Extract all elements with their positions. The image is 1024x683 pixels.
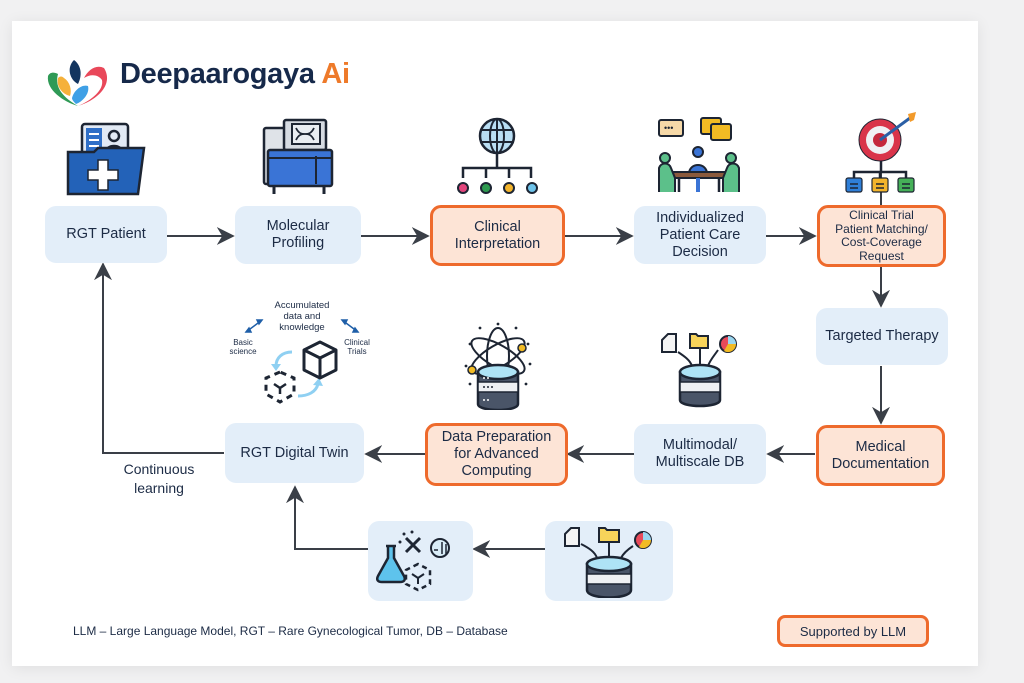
arrow-twin-to-patient-loop (94, 262, 224, 454)
research-tools-icon (375, 530, 450, 592)
loop-text: learning (134, 480, 184, 496)
team-meeting-icon: ••• (658, 117, 740, 192)
brand-suffix: Ai (321, 58, 350, 90)
node-label: Data Preparation (441, 429, 552, 445)
node-label: RGT Digital Twin (240, 444, 349, 461)
brand-name: Deepaarogaya Ai (120, 58, 350, 91)
cycle-text: Basic (233, 338, 253, 347)
node-label: Documentation (831, 455, 930, 472)
data-sources-database-icon (564, 527, 652, 598)
node-label: Targeted Therapy (825, 328, 939, 344)
multimodal-database-icon (661, 333, 737, 408)
globe-network-icon (457, 117, 538, 194)
legend-label: Supported by LLM (799, 623, 907, 639)
node-label: Molecular (266, 218, 330, 234)
cycle-text: knowledge (279, 322, 325, 333)
node-label: Multiscale DB (655, 454, 745, 470)
cycle-text: data and (283, 311, 321, 322)
legend-llm-supported: Supported by LLM (777, 615, 929, 647)
node-label: Decision (672, 243, 728, 260)
data-sources-box (545, 521, 673, 601)
node-label: Profiling (271, 235, 325, 251)
node-label: Medical (855, 438, 906, 455)
node-targeted-therapy: Targeted Therapy (816, 308, 948, 365)
target-goal-icon (845, 112, 916, 193)
deepaarogaya-logo-icon (47, 60, 108, 106)
cycle-text: Accumulated (274, 300, 330, 311)
node-label: RGT Patient (66, 226, 146, 242)
arrow-tools-to-twin (286, 485, 370, 550)
node-label: Individualized (656, 209, 744, 226)
sequencer-machine-icon (262, 118, 334, 194)
abbreviations-footnote: LLM – Large Language Model, RGT – Rare G… (73, 624, 508, 638)
node-label: Multimodal/ (662, 437, 738, 453)
cycle-text: Trials (347, 347, 367, 356)
continuous-learning-label: Continuous learning (104, 460, 214, 498)
brand-title: Deepaarogaya (120, 58, 315, 90)
node-rgt-patient: RGT Patient (45, 206, 167, 263)
node-label: Patient Care (659, 226, 741, 243)
loop-text: Continuous (123, 461, 195, 477)
node-label: for Advanced (454, 446, 539, 462)
node-label: Cost-Coverage (841, 235, 922, 249)
patient-folder-icon (66, 122, 146, 196)
digital-twin-cycle-icon (244, 319, 360, 404)
atom-database-icon (464, 322, 532, 410)
node-multimodal-db: Multimodal/Multiscale DB (634, 424, 766, 484)
node-label: Clinical (474, 218, 521, 235)
node-label: Request (859, 248, 904, 263)
cycle-text: science (229, 347, 257, 356)
node-label: Clinical Trial (849, 208, 914, 222)
node-label: Computing (461, 463, 532, 479)
svg-text:•••: ••• (664, 123, 673, 133)
cycle-text: Clinical (344, 338, 370, 347)
node-rgt-digital-twin: RGT Digital Twin (225, 423, 364, 483)
node-label: Patient Matching/ (835, 221, 928, 236)
node-label: Interpretation (454, 235, 541, 252)
research-tools-box (368, 521, 473, 601)
